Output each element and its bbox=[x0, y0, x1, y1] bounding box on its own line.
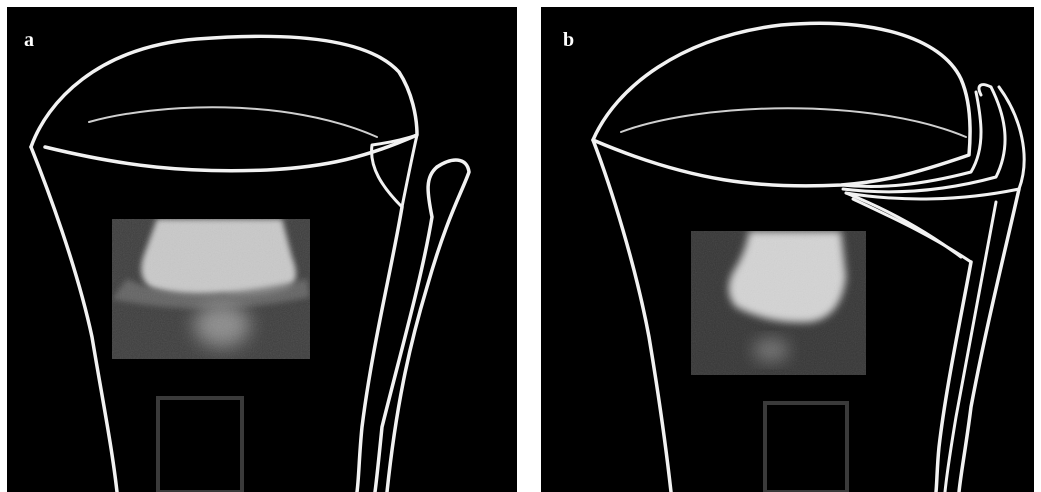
faint-rectangle-outline-a bbox=[158, 398, 242, 492]
radiograph-inset-a bbox=[112, 219, 310, 359]
radiograph-inset-b bbox=[691, 231, 866, 375]
bone-contour-drawing-b bbox=[541, 7, 1034, 492]
panel-label-a: a bbox=[24, 30, 34, 50]
panel-b: b bbox=[541, 7, 1034, 492]
faint-rectangle-outline-b bbox=[765, 403, 847, 492]
bone-contour-drawing-a bbox=[7, 7, 517, 492]
panel-a: a bbox=[7, 7, 517, 492]
panel-label-b: b bbox=[563, 30, 574, 50]
